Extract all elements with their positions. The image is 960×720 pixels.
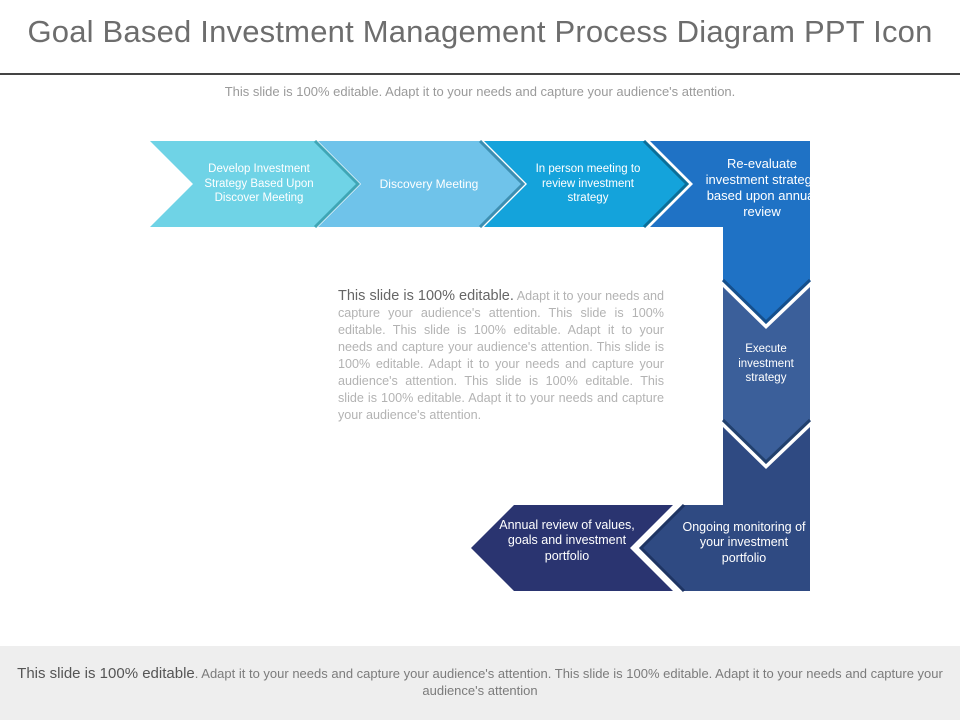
body-lead: This slide is 100% editable. <box>338 288 514 304</box>
step-label-6: Ongoing monitoring of your investment po… <box>682 519 806 565</box>
footer-band <box>0 646 960 720</box>
separator-6 <box>638 503 686 593</box>
footer-rest: . Adapt it to your needs and capture you… <box>194 666 943 698</box>
step-shape-1[interactable] <box>150 141 358 227</box>
step-shape-4[interactable] <box>650 141 810 322</box>
step-label-7: Annual review of values, goals and inves… <box>499 517 635 563</box>
separator-3 <box>642 139 690 229</box>
step-shape-2[interactable] <box>318 141 523 227</box>
page-title: Goal Based Investment Management Process… <box>27 14 933 49</box>
step-label-1: Develop Investment Strategy Based Upon D… <box>204 163 314 205</box>
page-subtitle: This slide is 100% editable. Adapt it to… <box>224 84 736 99</box>
footer-text: This slide is 100% editable. Adapt it to… <box>16 665 944 699</box>
separator-2 <box>478 139 526 229</box>
step-label-3: In person meeting to review investment s… <box>535 163 641 205</box>
step-shape-7[interactable] <box>471 505 673 591</box>
body-paragraph: This slide is 100% editable. Adapt it to… <box>338 288 664 424</box>
separator-4 <box>721 278 812 325</box>
body-rest: Adapt it to your needs and capture your … <box>338 289 664 422</box>
step-shape-6[interactable] <box>641 427 810 591</box>
step-shape-3[interactable] <box>484 141 687 227</box>
separator-1 <box>313 139 361 229</box>
footer-lead: This slide is 100% editable <box>17 665 195 682</box>
step-shape-5[interactable] <box>723 287 810 462</box>
step-label-2: Discovery Meeting <box>379 176 479 191</box>
title-divider <box>0 73 960 75</box>
separator-5 <box>721 418 812 465</box>
step-label-4: Re-evaluate investment strategy based up… <box>705 155 819 220</box>
step-label-5: Execute investment strategy <box>738 343 794 385</box>
